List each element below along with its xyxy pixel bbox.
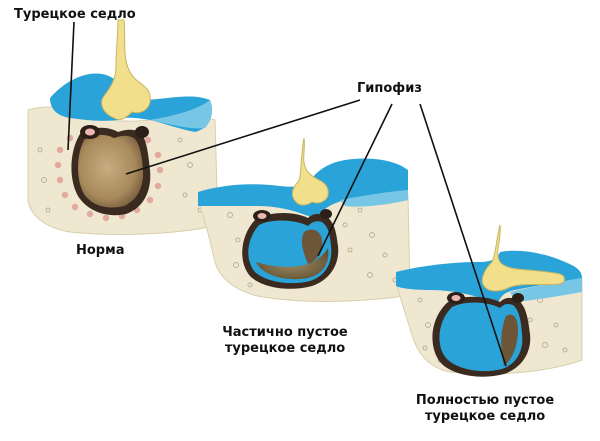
- label-full: Полностью пустое турецкое седло: [405, 393, 565, 425]
- label-full-line2: турецкое седло: [424, 409, 546, 424]
- leader-pituitary-partial: [317, 103, 393, 257]
- leader-sella: [67, 21, 75, 151]
- panel-partial: [197, 137, 411, 302]
- leader-lines: [67, 21, 507, 367]
- label-partial-line2: турецкое седло: [224, 341, 346, 356]
- panel-full: [395, 224, 583, 377]
- label-partial-line1: Частично пустое: [222, 325, 348, 340]
- label-partial: Частично пустое турецкое седло: [210, 325, 360, 357]
- label-full-line1: Полностью пустое: [415, 393, 555, 408]
- stalk-partial: [291, 137, 329, 206]
- leader-pituitary-full: [419, 103, 507, 367]
- label-normal: Норма: [76, 243, 125, 258]
- label-pituitary: Гипофиз: [357, 81, 422, 96]
- gland-full: [501, 314, 518, 366]
- label-sella-turcica: Турецкое седло: [14, 7, 136, 22]
- leader-pituitary-normal: [125, 99, 361, 175]
- stalk-full: [481, 224, 565, 292]
- gland-partial: [256, 248, 329, 280]
- panel-normal: [27, 19, 219, 235]
- stalk-normal: [101, 19, 151, 121]
- dots-normal: [54, 134, 164, 222]
- gland-normal: [78, 134, 144, 208]
